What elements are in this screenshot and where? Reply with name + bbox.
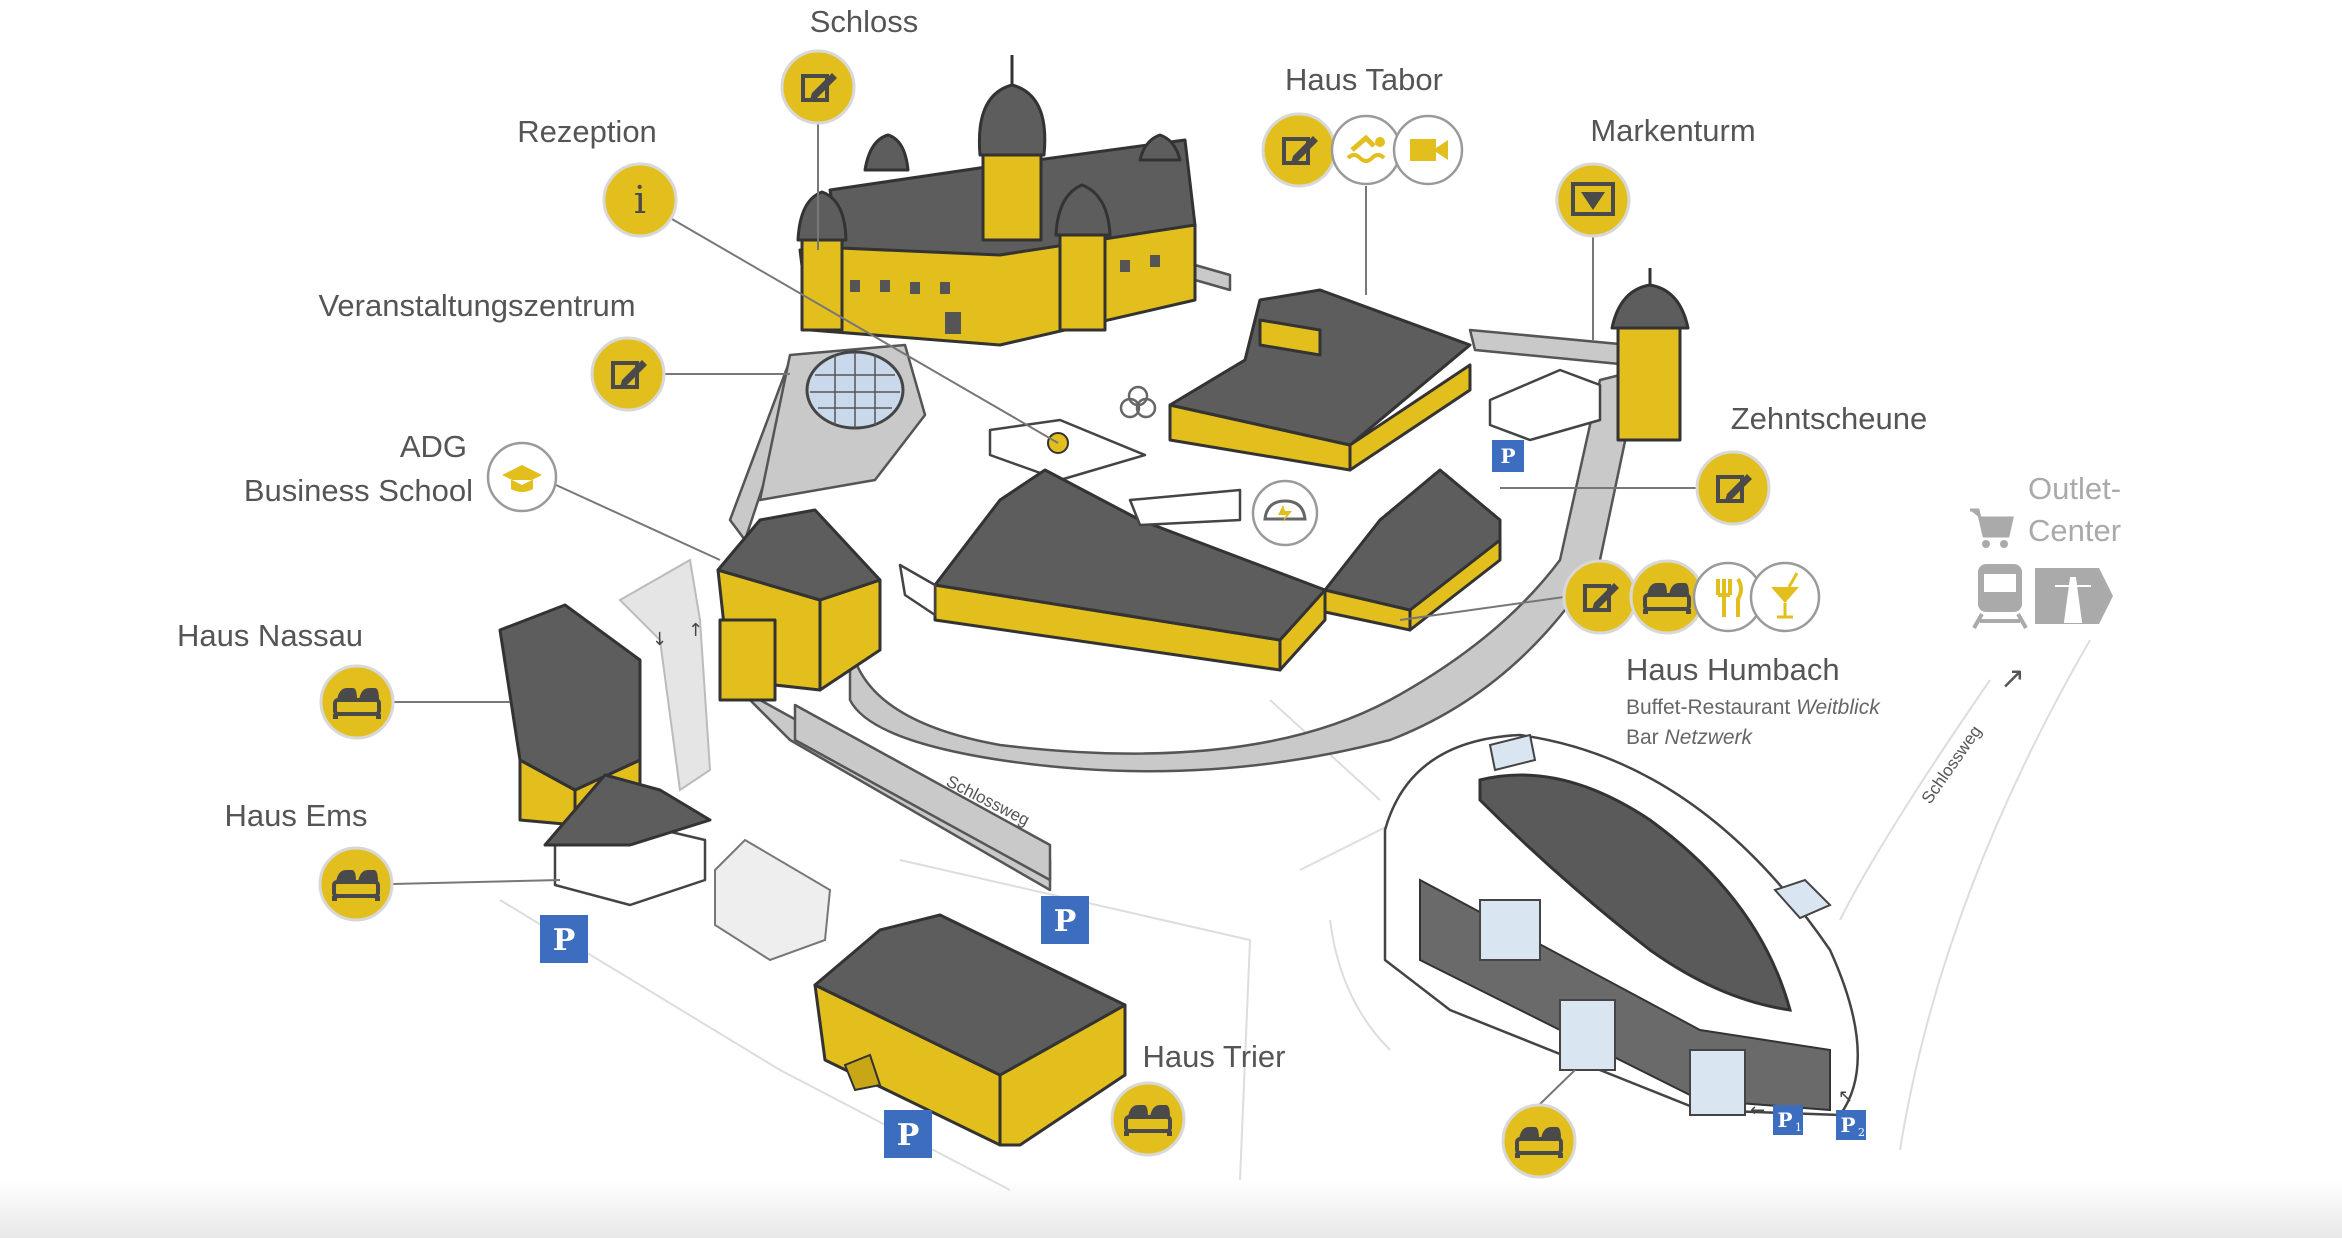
svg-text:P: P	[553, 923, 576, 958]
svg-text:i: i	[634, 178, 646, 222]
unnamed-house	[714, 838, 832, 962]
haus-trier-bed-icon[interactable]	[1110, 1081, 1186, 1157]
haus-tabor-video-camera-icon[interactable]	[1392, 114, 1464, 186]
svg-text:1: 1	[1795, 1121, 1802, 1134]
svg-text:P: P	[1840, 1113, 1855, 1137]
zehntscheune-building	[1323, 468, 1502, 632]
adg-graduation-cap-icon[interactable]	[486, 441, 558, 513]
haus-nassau-bed-icon[interactable]	[319, 664, 395, 740]
zehntscheune-edit-icon[interactable]	[1695, 450, 1771, 526]
arrow-down: ↓	[652, 629, 667, 650]
haus-humbach-cocktail-icon[interactable]	[1749, 561, 1821, 633]
parking-sign[interactable]: P	[1041, 896, 1089, 944]
haus-tabor-building	[1168, 288, 1472, 472]
adg-building	[716, 508, 882, 702]
label-humbach-bar: Bar Netzwerk	[1626, 726, 1754, 749]
ev-lane	[1128, 488, 1242, 527]
label-rezeption: Rezeption	[517, 114, 657, 149]
haus-ems-building	[543, 773, 712, 907]
markenturm-tower	[1610, 268, 1690, 442]
veranstaltungszentrum-building	[758, 343, 927, 502]
arrow-left: ←	[1750, 1100, 1765, 1121]
haus-humbach-building	[1383, 733, 1860, 1117]
haus-tabor-edit-icon[interactable]	[1261, 112, 1337, 188]
bar-prefix: Bar	[1626, 726, 1659, 749]
haus-humbach-lower-bed-icon[interactable]	[1501, 1103, 1577, 1179]
label-humbach-restaurant: Buffet-Restaurant Weitblick	[1626, 696, 1881, 719]
road-label-schlossweg-east: Schlossweg	[1918, 722, 1986, 807]
highway-icon[interactable]	[2035, 568, 2113, 624]
plaza	[988, 418, 1147, 482]
label-haus-humbach: Haus Humbach	[1626, 652, 1840, 687]
label-haus-trier: Haus Trier	[1143, 1039, 1286, 1074]
haus-tabor-swimming-icon[interactable]	[1330, 114, 1402, 186]
schloss-edit-icon[interactable]	[780, 49, 856, 125]
label-schloss: Schloss	[810, 4, 919, 39]
markenturm-bank-logo-icon[interactable]	[1555, 162, 1631, 238]
ev-charging-icon[interactable]	[1251, 479, 1319, 547]
svg-text:P: P	[1500, 444, 1515, 468]
label-outlet-line2: Center	[2028, 513, 2121, 548]
svg-text:P: P	[1777, 1108, 1792, 1132]
central-hall-building	[898, 468, 1327, 672]
label-haus-ems: Haus Ems	[225, 798, 368, 833]
veranstaltungszentrum-edit-icon[interactable]	[590, 336, 666, 412]
label-zehntscheune: Zehntscheune	[1731, 401, 1927, 436]
svg-text:2: 2	[1858, 1126, 1865, 1139]
haus-trier-building	[813, 913, 1127, 1147]
svg-text:P: P	[1054, 904, 1077, 939]
arrow-up-left: ↖	[1838, 1086, 1853, 1107]
train-icon[interactable]	[1972, 564, 2028, 629]
shopping-cart-icon[interactable]	[1970, 508, 2014, 548]
page-shadow	[0, 1180, 2342, 1238]
arrow-up: ↑	[688, 620, 703, 641]
parking-sign[interactable]: P	[1492, 440, 1524, 472]
parking-sign[interactable]: P	[540, 915, 588, 963]
schlossweg-road	[793, 703, 1052, 882]
label-outlet-line1: Outlet-	[2028, 471, 2121, 506]
restaurant-name: Weitblick	[1796, 696, 1881, 719]
rings-icon	[1119, 385, 1157, 419]
schloss-building	[796, 55, 1197, 347]
haus-humbach-edit-icon[interactable]	[1562, 559, 1638, 635]
restaurant-prefix: Buffet-Restaurant	[1626, 696, 1790, 719]
access-path	[618, 558, 712, 792]
haus-humbach-bed-icon[interactable]	[1629, 559, 1705, 635]
label-markenturm: Markenturm	[1590, 113, 1755, 148]
small-house	[1488, 368, 1602, 442]
svg-text:P: P	[897, 1118, 920, 1153]
label-veranstaltungszentrum: Veranstaltungszentrum	[318, 288, 635, 323]
label-adg-line1: ADG	[400, 429, 467, 464]
parking-sign[interactable]: P	[884, 1110, 932, 1158]
label-haus-nassau: Haus Nassau	[177, 618, 363, 653]
leader-lines	[391, 123, 1697, 1106]
label-haus-tabor: Haus Tabor	[1285, 62, 1443, 97]
label-adg-line2: Business School	[244, 473, 473, 508]
haus-ems-bed-icon[interactable]	[318, 846, 394, 922]
bar-name: Netzwerk	[1665, 726, 1754, 749]
rezeption-info-icon[interactable]: i	[602, 162, 678, 238]
direction-arrow-icon: ↗	[2000, 661, 2025, 696]
